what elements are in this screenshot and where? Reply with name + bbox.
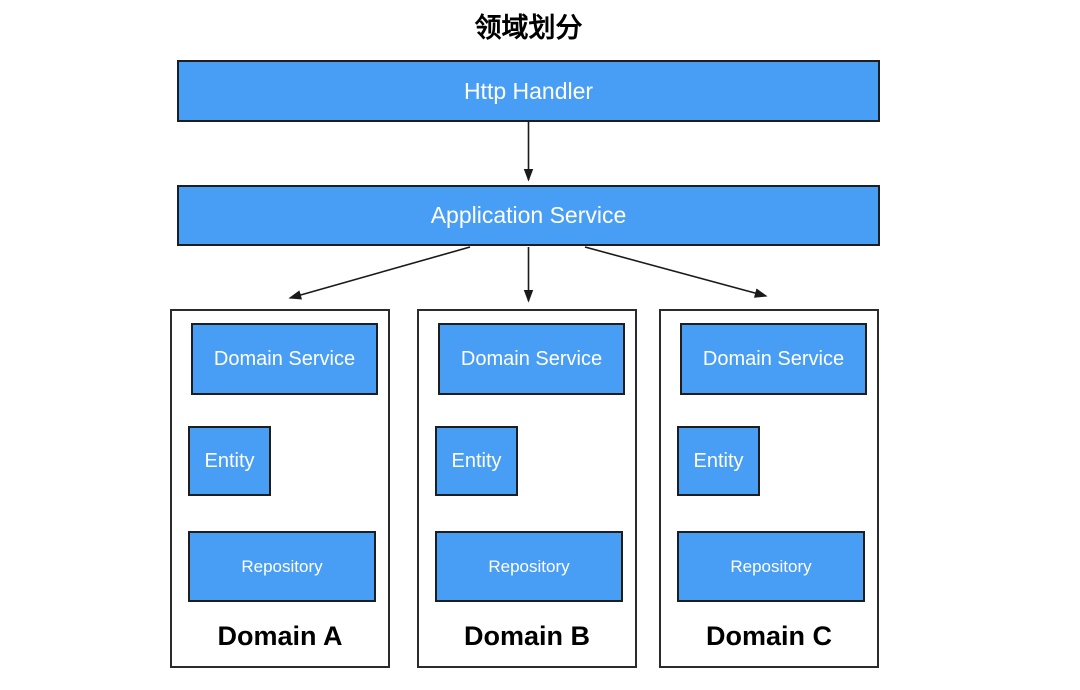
arrow-app-to-domain-c xyxy=(584,246,768,298)
domain-c-entity-label: Entity xyxy=(693,449,744,472)
domain-b-entity-box: Entity xyxy=(435,426,518,496)
domain-c-repository-box: Repository xyxy=(677,531,865,602)
application-service-box: Application Service xyxy=(177,185,880,246)
application-service-label: Application Service xyxy=(430,202,627,228)
diagram-title: 领域划分 xyxy=(474,13,583,43)
http-handler-box: Http Handler xyxy=(177,60,880,122)
http-handler-label: Http Handler xyxy=(463,77,594,104)
domain-c-service-label: Domain Service xyxy=(702,347,845,370)
domain-b-service-label: Domain Service xyxy=(460,347,603,370)
domain-b-repository-label: Repository xyxy=(488,556,570,576)
domain-a-service-label: Domain Service xyxy=(213,347,356,370)
arrow-app-to-domain-a xyxy=(288,246,471,300)
domain-b-container: Domain Service Entity Repository Domain … xyxy=(417,309,637,668)
domain-c-container: Domain Service Entity Repository Domain … xyxy=(659,309,879,668)
domain-c-title: Domain C xyxy=(705,621,832,651)
domain-b-repository-box: Repository xyxy=(435,531,623,602)
domain-b-entity-label: Entity xyxy=(451,449,502,472)
domain-c-service-box: Domain Service xyxy=(680,323,867,395)
domain-a-title: Domain A xyxy=(217,621,343,651)
domain-c-entity-box: Entity xyxy=(677,426,760,496)
domain-c-repository-label: Repository xyxy=(730,556,812,576)
domain-a-entity-box: Entity xyxy=(188,426,271,496)
domain-a-repository-label: Repository xyxy=(241,556,323,576)
domain-b-service-box: Domain Service xyxy=(438,323,625,395)
domain-a-repository-box: Repository xyxy=(188,531,376,602)
domain-a-service-box: Domain Service xyxy=(191,323,378,395)
domain-a-entity-label: Entity xyxy=(204,449,255,472)
domain-a-container: Domain Service Entity Repository Domain … xyxy=(170,309,390,668)
domain-b-title: Domain B xyxy=(463,621,590,651)
